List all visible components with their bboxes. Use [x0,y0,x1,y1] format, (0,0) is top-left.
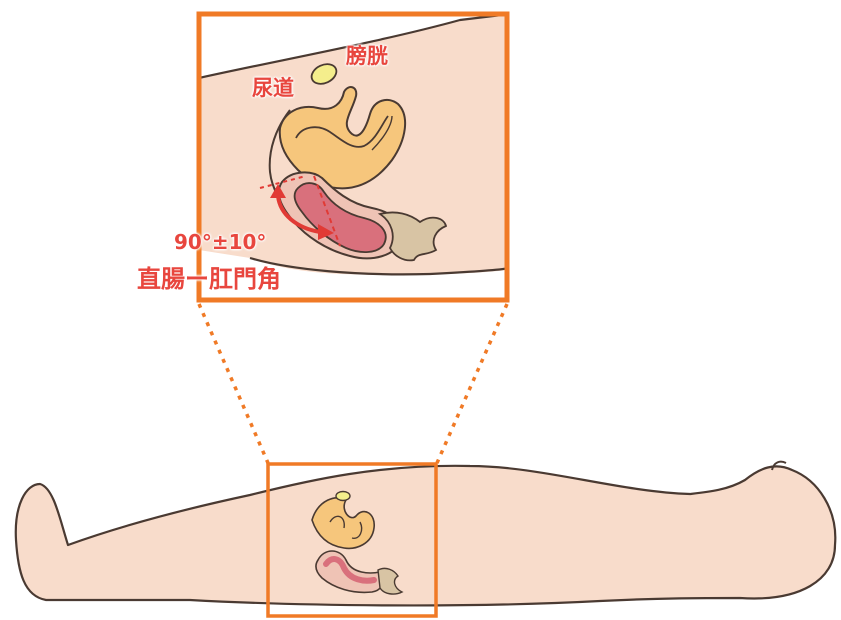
body-silhouette [16,466,836,606]
urethra-label: 尿道 [252,78,294,99]
bladder-label: 膀胱 [346,46,388,67]
anorectal-angle-label: 直腸ー肛門角 [137,267,281,291]
body-illustration [16,462,836,606]
zoom-guide-lines [199,304,507,463]
angle-value-label: 90°±10° [174,232,266,252]
zoom-guide-left [199,304,268,463]
small-bladder [336,492,350,501]
zoom-guide-right [437,304,507,463]
